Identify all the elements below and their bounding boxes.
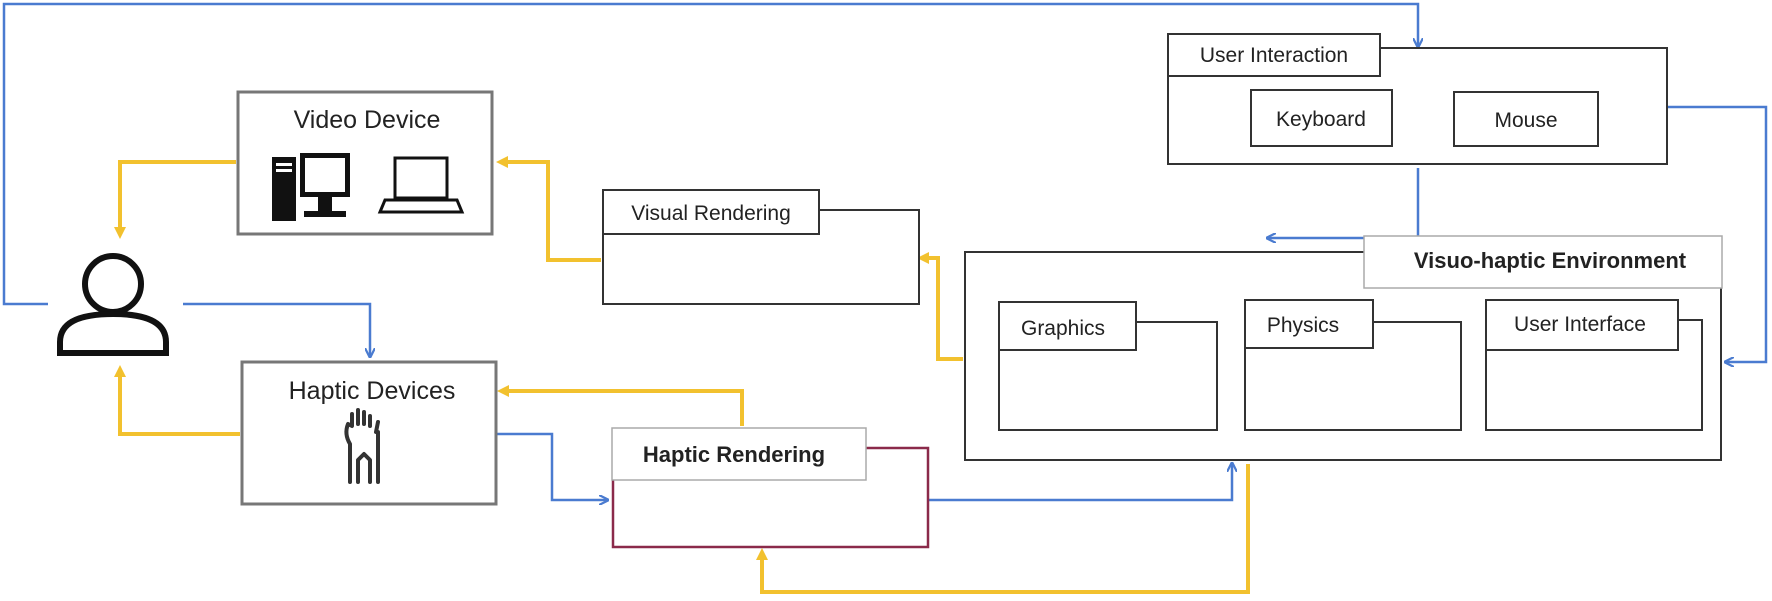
graphics-tab (998, 301, 1137, 351)
haptic-devices-label: Haptic Devices (289, 377, 456, 405)
connector-environment-to-haptic-rendering (756, 464, 1250, 594)
mouse-label: Mouse (1494, 109, 1557, 132)
user-interface-tab (1485, 299, 1679, 351)
user-icon (57, 253, 169, 356)
visual-rendering-label: Visual Rendering (631, 202, 791, 225)
user-interaction-label: User Interaction (1200, 44, 1348, 67)
connector-haptic-rendering-to-environment (928, 464, 1232, 502)
connector-user-interaction-to-user-interface (1668, 105, 1768, 362)
connector-environment-to-visual-rendering (917, 252, 963, 361)
connector-haptic-devices-to-haptic-rendering (496, 432, 607, 500)
haptic-rendering-tab (611, 427, 867, 481)
connector-video-device-to-user (114, 160, 236, 239)
physics-label: Physics (1267, 314, 1339, 337)
laptop-icon (377, 156, 465, 214)
connector-haptic-devices-to-user (114, 365, 240, 436)
physics-tab (1244, 299, 1374, 349)
desktop-computer-icon (272, 153, 350, 221)
user-interaction-tab (1167, 33, 1381, 77)
visuo-haptic-environment-label: Visuo-haptic Environment (1414, 248, 1687, 273)
haptic-hand-icon (344, 408, 380, 484)
visuo-haptic-environment-tab (1363, 235, 1723, 289)
connector-user-to-user-interaction (2, 2, 1418, 306)
connector-user-to-haptic-devices (183, 302, 370, 356)
visual-rendering-tab (602, 189, 820, 235)
connector-visual-rendering-to-video-device (496, 156, 601, 262)
connector-haptic-rendering-to-haptic-devices (497, 385, 744, 426)
user-interface-label: User Interface (1514, 313, 1646, 336)
keyboard-box[interactable] (1250, 89, 1393, 147)
mouse-box[interactable] (1453, 91, 1599, 147)
connector-user-interaction-to-environment (1268, 168, 1420, 238)
video-device-label: Video Device (294, 106, 441, 134)
haptic-rendering-label: Haptic Rendering (643, 442, 825, 467)
keyboard-label: Keyboard (1276, 108, 1366, 131)
graphics-label: Graphics (1021, 317, 1105, 340)
